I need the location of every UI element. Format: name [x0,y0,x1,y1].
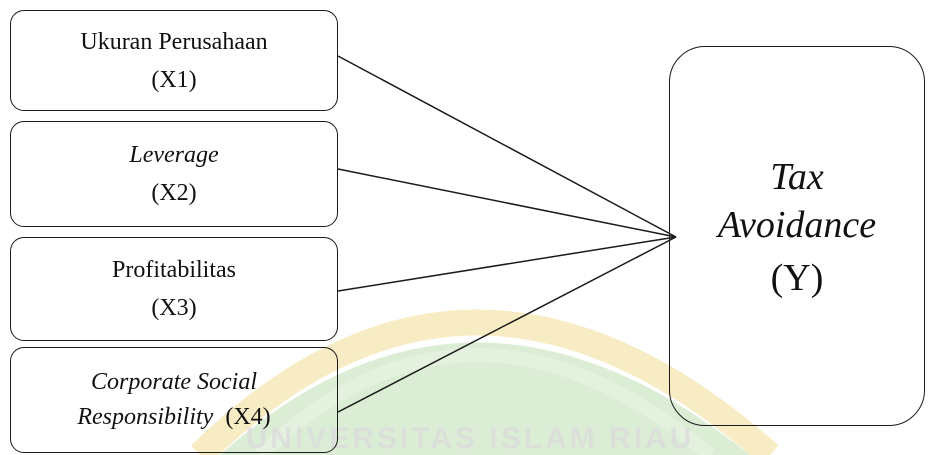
variable-y-name-line2: Avoidance [717,204,877,246]
variable-x3-code: (X3) [151,295,197,321]
variable-box-x1: Ukuran Perusahaan (X1) [10,10,338,111]
variable-box-x2: Leverage (X2) [10,121,338,227]
variable-box-x4: Corporate Social Responsibility (X4) [10,347,338,453]
variable-y-name-line1: Tax [770,156,824,198]
variable-x4-name-line2-row: Responsibility (X4) [77,400,270,435]
variable-x2-code: (X2) [151,180,197,206]
variable-x4-code: (X4) [225,404,271,430]
variable-box-x3: Profitabilitas (X3) [10,237,338,341]
variable-box-y: Tax Avoidance (Y) [669,46,925,426]
variable-x1-code: (X1) [151,66,197,93]
variable-y-code: (Y) [770,257,824,299]
variable-x1-name: Ukuran Perusahaan [80,28,268,55]
variable-x4-name-line1: Corporate Social [91,369,257,395]
watermark-text: UNIVERSITAS ISLAM RIAU [246,422,695,455]
variable-x3-name: Profitabilitas [112,257,236,283]
variable-x2-name: Leverage [129,142,219,168]
variable-x4-name-line2: Responsibility [77,404,214,430]
